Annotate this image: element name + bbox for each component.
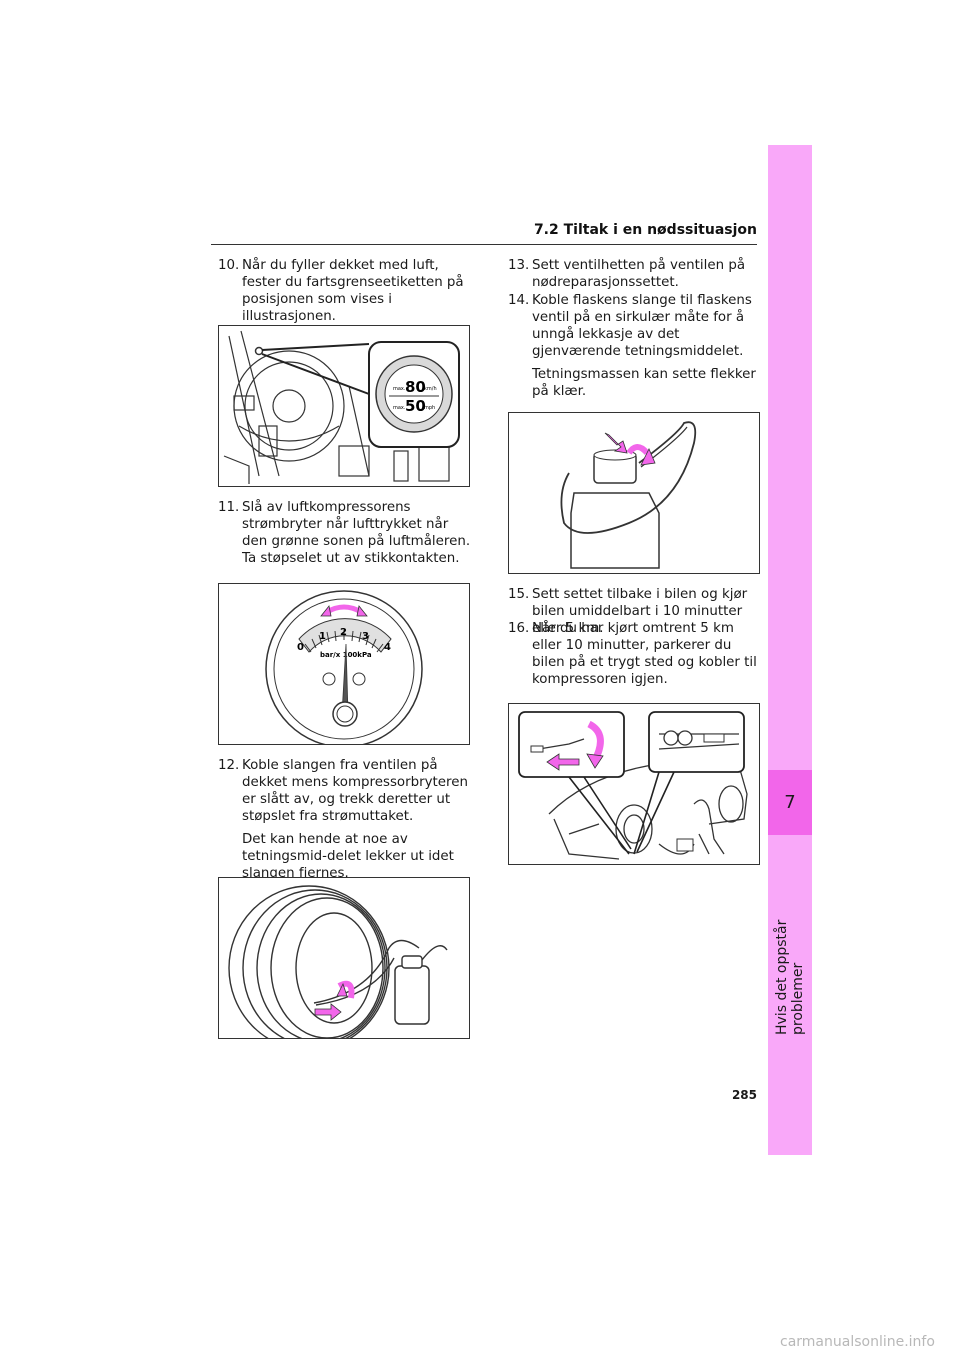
step-number: 14. bbox=[508, 293, 530, 308]
chapter-tab bbox=[768, 145, 812, 1155]
step-16: 16.Når du har kjørt omtrent 5 km eller 1… bbox=[508, 620, 758, 688]
section-header: 7.2 Tiltak i en nødssituasjon bbox=[533, 222, 757, 238]
gauge-tick-1: 1 bbox=[319, 631, 326, 642]
step-text: Koble slangen fra ventilen på dekket men… bbox=[242, 758, 468, 824]
gauge-tick-0: 0 bbox=[297, 642, 304, 653]
step-note: Det kan hende at noe av tetningsmid-dele… bbox=[242, 832, 454, 881]
chapter-tab-number: 7 bbox=[768, 770, 812, 835]
step-text: Koble flaskens slange til flaskens venti… bbox=[532, 293, 752, 359]
step-text: Når du fyller dekket med luft, fester du… bbox=[242, 258, 464, 324]
step-note: Tetningsmassen kan sette flekker på klær… bbox=[532, 367, 756, 399]
step-15: 15.Sett settet tilbake i bilen og kjør b… bbox=[508, 586, 758, 637]
step-number: 16. bbox=[508, 621, 530, 636]
step-number: 13. bbox=[508, 258, 530, 273]
speed-mph-value: 50 bbox=[405, 397, 426, 415]
speed-mph-prefix: max. bbox=[393, 405, 406, 411]
step-11: 11.Slå av luftkompressorens strømbryter … bbox=[218, 499, 476, 567]
header-rule bbox=[211, 244, 757, 245]
step-text: Sett ventilhetten på ventilen på nødrepa… bbox=[532, 258, 746, 290]
step-number: 15. bbox=[508, 587, 530, 602]
figure-pressure-gauge: 0 1 2 3 4 bar/x 100kPa bbox=[218, 583, 470, 745]
figure-speed-label: max. 80 km/h max. 50 mph bbox=[218, 325, 470, 487]
speed-kmh-prefix: max. bbox=[393, 386, 406, 392]
step-number: 12. bbox=[218, 758, 240, 773]
step-number: 10. bbox=[218, 258, 240, 273]
gauge-tick-2: 2 bbox=[340, 627, 347, 638]
gauge-tick-3: 3 bbox=[362, 631, 369, 642]
step-text: Sett settet tilbake i bilen og kjør bile… bbox=[532, 587, 748, 636]
figure-tire-hose bbox=[218, 877, 470, 1039]
watermark: carmanualsonline.info bbox=[780, 1334, 935, 1350]
speed-kmh-unit: km/h bbox=[424, 386, 437, 392]
figure-car-compressor bbox=[508, 703, 760, 865]
figure-bottle-hose bbox=[508, 412, 760, 574]
step-14: 14.Koble flaskens slange til flaskens ve… bbox=[508, 292, 758, 400]
speed-kmh-value: 80 bbox=[405, 378, 426, 396]
chapter-tab-label: Hvis det oppstår problemer bbox=[774, 919, 806, 1035]
step-text: Når du har kjørt omtrent 5 km eller 10 m… bbox=[532, 621, 757, 687]
speed-mph-unit: mph bbox=[424, 405, 435, 411]
step-13: 13.Sett ventilhetten på ventilen på nødr… bbox=[508, 257, 758, 291]
page-number: 285 bbox=[731, 1088, 757, 1102]
step-12: 12.Koble slangen fra ventilen på dekket … bbox=[218, 757, 476, 882]
step-number: 11. bbox=[218, 500, 240, 515]
gauge-tick-4: 4 bbox=[384, 642, 391, 653]
step-10: 10.Når du fyller dekket med luft, fester… bbox=[218, 257, 476, 325]
step-text: Slå av luftkompressorens strømbryter når… bbox=[242, 500, 471, 566]
